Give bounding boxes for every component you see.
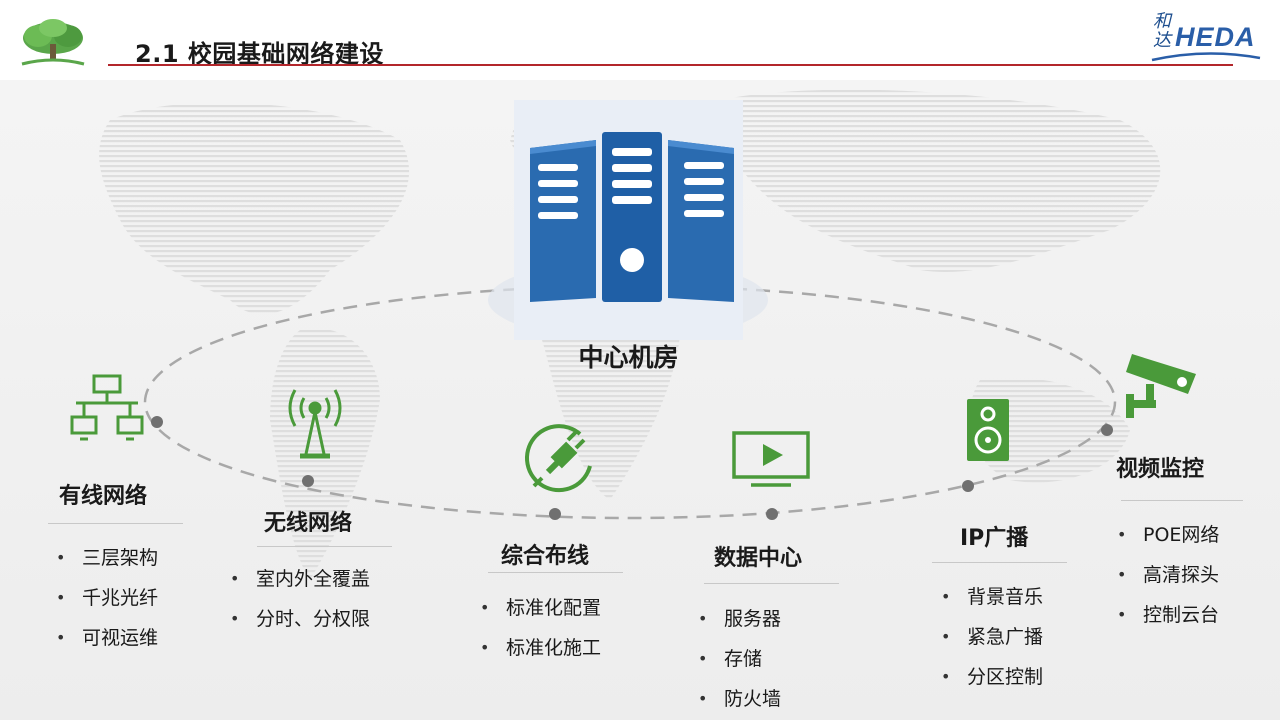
node-title-datacenter: 数据中心 (714, 546, 803, 571)
node-list-wireless: 室内外全覆盖 分时、分权限 (230, 559, 370, 639)
list-item: 可视运维 (56, 618, 158, 658)
brand-name: HEDA (1175, 22, 1256, 52)
node-divider (48, 523, 183, 524)
orbit-dot (302, 475, 314, 487)
node-divider (1121, 500, 1243, 501)
orbit-dot (1101, 424, 1113, 436)
list-item: 高清探头 (1117, 555, 1219, 595)
server-rack-icon (530, 132, 734, 302)
node-title-wired: 有线网络 (59, 484, 148, 509)
list-item: 千兆光纤 (56, 578, 158, 618)
orbit-dot (549, 508, 561, 520)
list-item: 服务器 (698, 599, 781, 639)
node-list-surveillance: POE网络 高清探头 控制云台 (1117, 515, 1219, 635)
orbit-dot (151, 416, 163, 428)
center-title: 中心机房 (578, 343, 679, 372)
list-item: 室内外全覆盖 (230, 559, 370, 599)
header-bar: 2.1 校园基础网络建设 和 达 HEDA (0, 0, 1280, 80)
brand-swoosh-icon (1151, 52, 1261, 62)
node-title-surveillance: 视频监控 (1116, 457, 1205, 482)
cctv-camera-icon (1126, 354, 1196, 418)
list-item: 标准化配置 (480, 588, 601, 628)
speaker-icon (967, 399, 1009, 461)
title-divider (108, 64, 1233, 66)
node-title-broadcast: IP广播 (960, 526, 1029, 551)
node-list-broadcast: 背景音乐 紧急广播 分区控制 (941, 577, 1043, 697)
node-divider (488, 572, 623, 573)
list-item: 分时、分权限 (230, 599, 370, 639)
tree-logo-icon (21, 19, 85, 66)
node-divider (257, 546, 392, 547)
cable-plug-icon (524, 424, 592, 493)
list-item: 背景音乐 (941, 577, 1043, 617)
list-item: 存储 (698, 639, 781, 679)
orbit-dot (766, 508, 778, 520)
node-divider (932, 562, 1067, 563)
node-divider (704, 583, 839, 584)
list-item: 三层架构 (56, 538, 158, 578)
node-list-cabling: 标准化配置 标准化施工 (480, 588, 601, 668)
list-item: POE网络 (1117, 515, 1219, 555)
node-title-wireless: 无线网络 (264, 511, 353, 536)
list-item: 控制云台 (1117, 595, 1219, 635)
list-item: 紧急广播 (941, 617, 1043, 657)
wireless-antenna-icon (288, 389, 342, 459)
brand-hanzi: 和 达 (1153, 11, 1171, 51)
node-list-datacenter: 服务器 存储 防火墙 (698, 599, 781, 719)
monitor-play-icon (732, 431, 810, 487)
orbit-dot (962, 480, 974, 492)
server-room-illustration (514, 100, 743, 340)
list-item: 标准化施工 (480, 628, 601, 668)
list-item: 防火墙 (698, 679, 781, 719)
node-list-wired: 三层架构 千兆光纤 可视运维 (56, 538, 158, 658)
list-item: 分区控制 (941, 657, 1043, 697)
wired-network-icon (70, 374, 144, 441)
node-title-cabling: 综合布线 (501, 544, 590, 569)
page-title: 2.1 校园基础网络建设 (135, 40, 384, 68)
